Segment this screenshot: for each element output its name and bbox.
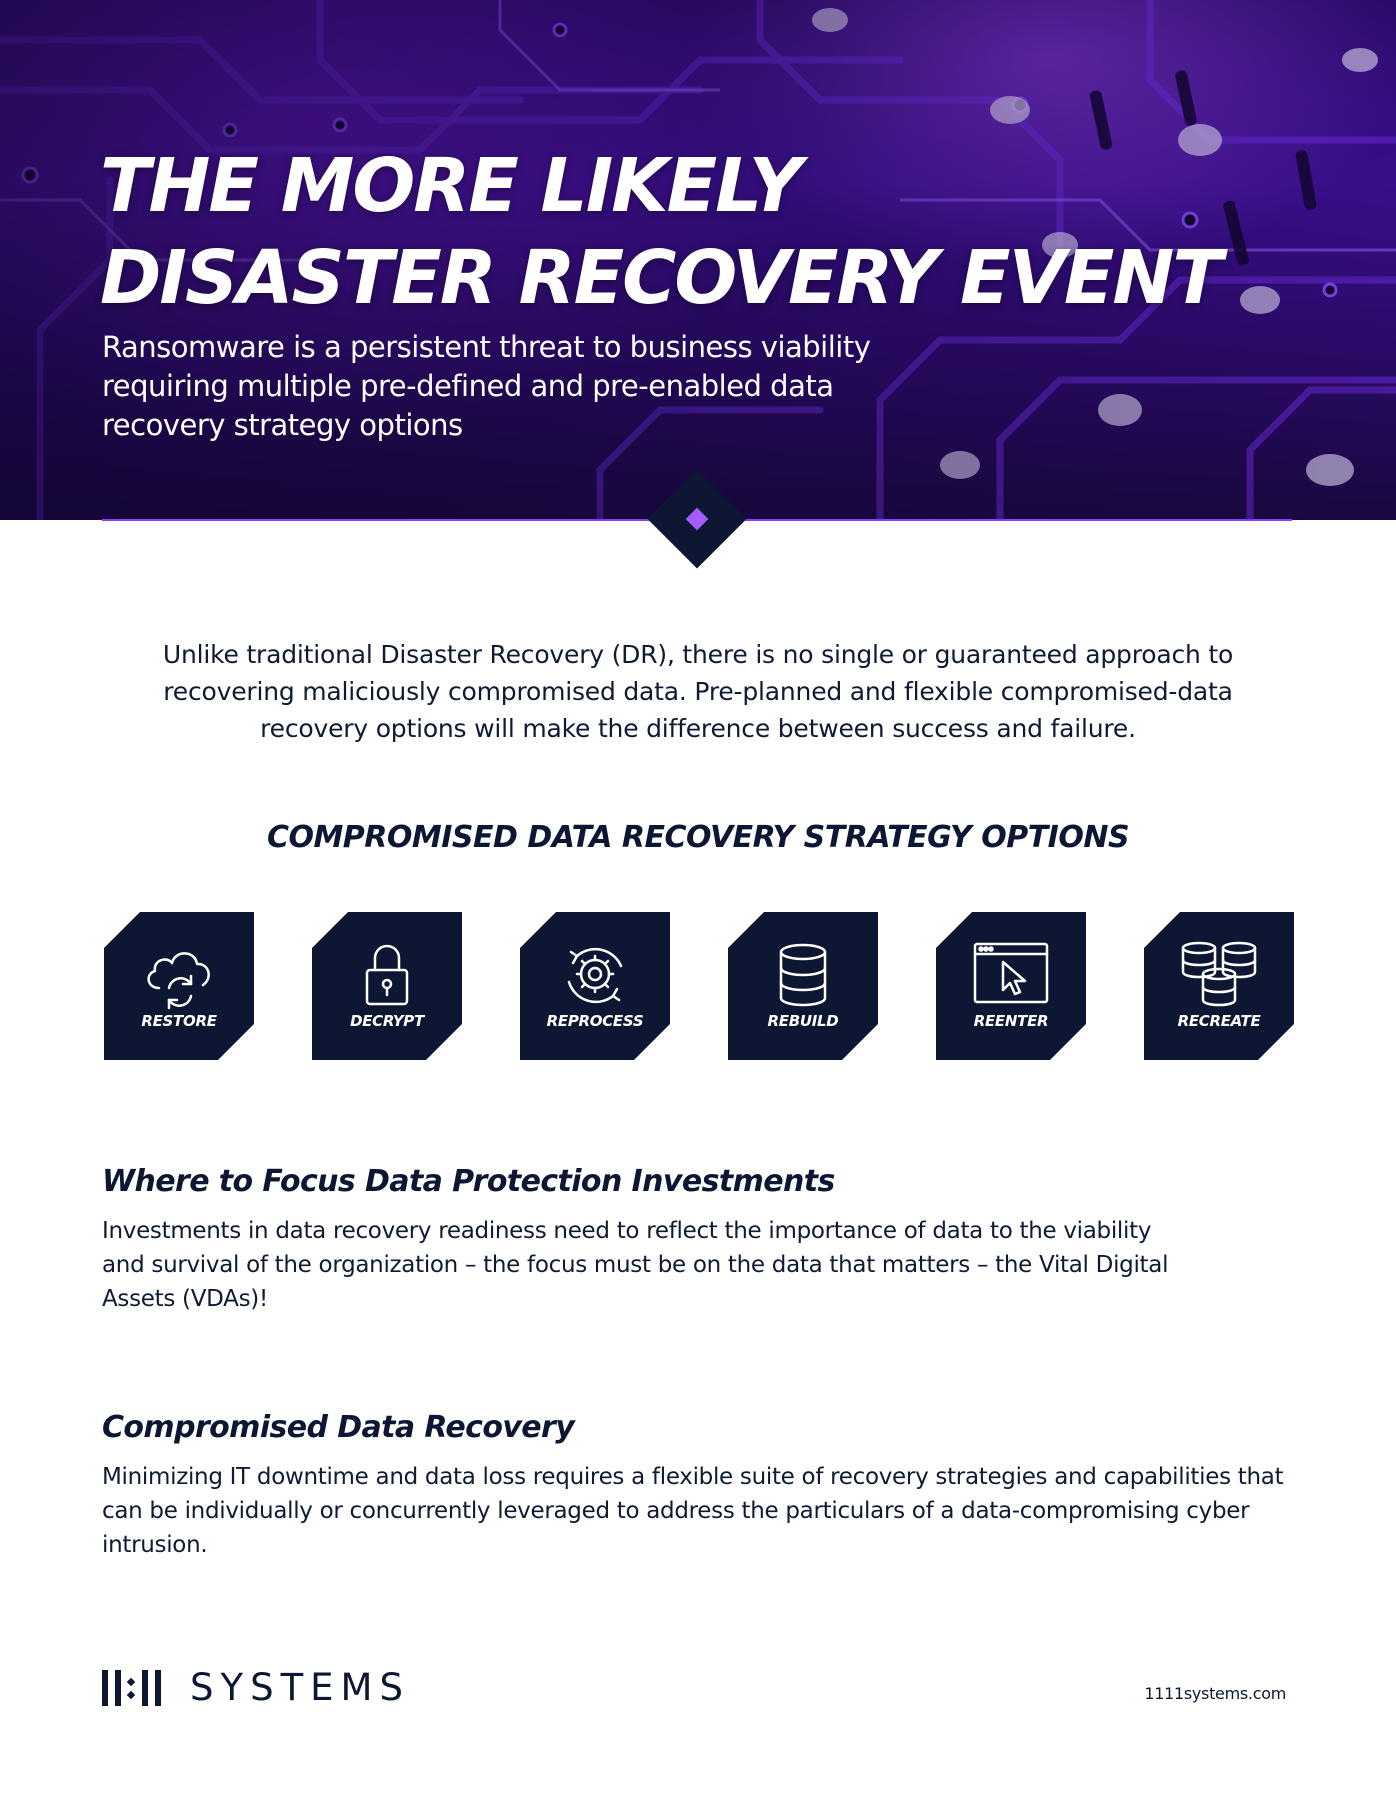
cloud-sync-icon xyxy=(139,938,219,1010)
option-label: REBUILD xyxy=(767,1012,839,1030)
section-title-recovery: Compromised Data Recovery xyxy=(102,1410,575,1445)
option-label: REENTER xyxy=(973,1012,1049,1030)
padlock-icon xyxy=(347,938,427,1010)
browser-cursor-icon xyxy=(971,938,1051,1010)
section-body-investments: Investments in data recovery readiness n… xyxy=(102,1218,1169,1312)
logo-mark-icon xyxy=(102,1670,161,1706)
hero-shade-overlay xyxy=(0,0,1396,520)
intro-paragraph: Unlike traditional Disaster Recovery (DR… xyxy=(162,640,1234,743)
brand-name: SYSTEMS xyxy=(190,1666,410,1709)
multi-database-icon xyxy=(1179,938,1259,1010)
hero-banner: THE MORE LIKELY DISASTER RECOVERY EVENT … xyxy=(0,0,1396,520)
option-label: REPROCESS xyxy=(546,1012,644,1030)
options-heading: COMPROMISED DATA RECOVERY STRATEGY OPTIO… xyxy=(266,820,1130,855)
database-icon xyxy=(763,938,843,1010)
page-title-line-1: THE MORE LIKELY xyxy=(100,143,802,229)
option-label: RECREATE xyxy=(1177,1012,1261,1030)
option-label: RESTORE xyxy=(141,1012,217,1030)
strategy-options: RESTORE DECRYPT REPROCESS REBUIL xyxy=(104,912,1294,1062)
option-reprocess: REPROCESS xyxy=(520,912,670,1060)
gear-cycle-icon xyxy=(555,938,635,1010)
option-reenter: REENTER xyxy=(936,912,1086,1060)
option-label: DECRYPT xyxy=(350,1012,424,1030)
option-restore: RESTORE xyxy=(104,912,254,1060)
option-recreate: RECREATE xyxy=(1144,912,1294,1060)
option-rebuild: REBUILD xyxy=(728,912,878,1060)
company-logo: SYSTEMS xyxy=(102,1668,410,1708)
section-body-recovery: Minimizing IT downtime and data loss req… xyxy=(102,1464,1284,1558)
option-decrypt: DECRYPT xyxy=(312,912,462,1060)
website-link[interactable]: 1111systems.com xyxy=(1144,1684,1286,1703)
page-title-line-2: DISASTER RECOVERY EVENT xyxy=(100,235,1223,321)
page-subtitle: Ransomware is a persistent threat to bus… xyxy=(102,330,871,442)
page-title: THE MORE LIKELY DISASTER RECOVERY EVENT xyxy=(100,140,1320,324)
section-title-investments: Where to Focus Data Protection Investmen… xyxy=(102,1164,835,1199)
